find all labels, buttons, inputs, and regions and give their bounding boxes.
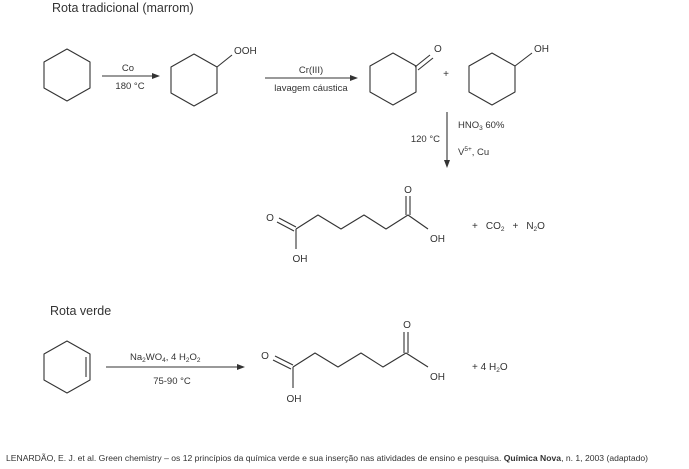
adipic-acid-chain: [295, 214, 429, 230]
oh-label: OH: [534, 44, 549, 55]
ooh-bond: [216, 54, 233, 68]
cyclohexane-ring: [43, 48, 91, 102]
traditional-route-heading: Rota tradicional (marrom): [52, 1, 194, 15]
cyclohexanol-ring: [468, 52, 516, 106]
source-caption: LENARDÃO, E. J. et al. Green chemistry –…: [6, 453, 689, 463]
cyclohexene-ring: [43, 340, 91, 394]
green-reagents: Na2WO4, 4 H2O2: [130, 352, 201, 364]
caption-text: LENARDÃO, E. J. et al. Green chemistry –…: [6, 453, 504, 463]
green-acid-oh-bottom: OH: [287, 394, 302, 405]
arrow-head-1: [152, 73, 160, 79]
acid-carbonyl-left-b: [276, 221, 295, 232]
acid-carbonyl-left-a: [278, 217, 297, 228]
step1-catalyst: Co: [122, 63, 134, 74]
green-water-product: + 4 H2O: [472, 362, 508, 374]
green-adipic-acid-chain: [292, 352, 429, 368]
step1-temperature: 180 °C: [115, 81, 144, 92]
green-carbonyl-left-a: [274, 355, 294, 366]
carbonyl-bond-b: [417, 57, 434, 71]
acid-oxygen-left: O: [266, 213, 274, 224]
oh-bond: [514, 52, 533, 67]
green-acid-oxygen-left: O: [261, 351, 269, 362]
green-acid-oh-right: OH: [430, 372, 445, 383]
ketone-oxygen: O: [434, 44, 442, 55]
plus-sign: +: [443, 69, 449, 80]
step3-catalysts: V5+, Cu: [458, 146, 489, 158]
step2-wash: lavagem cáustica: [274, 83, 348, 94]
arrow-head-3: [444, 160, 450, 168]
ooh-label: OOH: [234, 46, 257, 57]
arrow-head-green: [237, 364, 245, 370]
acid-oh-bottom: OH: [293, 254, 308, 265]
step2-catalyst: Cr(III): [299, 65, 323, 76]
acid-oxygen-top: O: [404, 185, 412, 196]
caption-rest: , n. 1, 2003 (adaptado): [561, 453, 649, 463]
carbonyl-bond-a: [414, 54, 431, 68]
caption-journal: Química Nova: [503, 453, 562, 463]
step3-oxidant: HNO3 60%: [458, 120, 505, 132]
arrow-head-2: [350, 75, 358, 81]
acid-oh-right: OH: [430, 234, 445, 245]
step3-temperature: 120 °C: [411, 134, 440, 145]
hydroperoxide-ring: [170, 53, 218, 107]
green-condition: 75-90 °C: [153, 376, 191, 387]
cyclohexanone-ring: [369, 52, 417, 106]
green-acid-oxygen-top: O: [403, 320, 411, 331]
byproducts: +CO2+N2O: [472, 221, 545, 233]
green-carbonyl-left-b: [272, 359, 292, 370]
green-route-heading: Rota verde: [50, 304, 111, 318]
